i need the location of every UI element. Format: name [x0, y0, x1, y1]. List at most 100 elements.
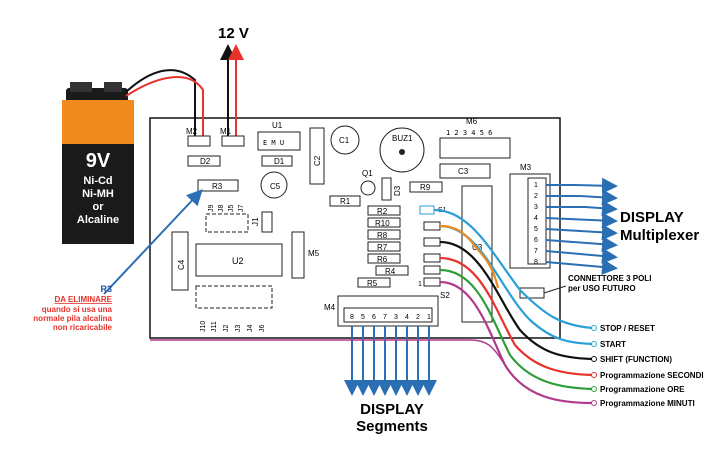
connettore-line-2: per USO FUTURO	[568, 284, 636, 293]
label-ore: Programmazione ORE	[600, 385, 685, 394]
diode-d1	[261, 155, 293, 167]
connector-m5	[291, 231, 305, 279]
battery-lead-red	[125, 76, 204, 142]
wire-ore	[439, 268, 593, 391]
m3-pin: 8	[534, 259, 538, 266]
m4-pin: 2	[416, 314, 420, 321]
connector-m2	[187, 135, 211, 147]
wire-orange	[439, 224, 500, 289]
jumper-label: J3	[235, 325, 242, 333]
label-r8: R8	[377, 231, 388, 240]
switch-s1	[419, 205, 435, 215]
annotation-line-1: DA ELIMINARE	[55, 295, 113, 304]
battery-line-1: 9V	[86, 150, 111, 172]
jumper-label: J10	[200, 321, 207, 332]
resistor-column: R2 R10 R8 R7 R6 R4 R5	[357, 205, 409, 288]
label-secondi: Programmazione SECONDI	[600, 371, 704, 380]
jumpers-top: J9 J8 J5 J7	[205, 205, 249, 233]
wire-secondi	[439, 256, 593, 377]
resistor-r1	[329, 195, 361, 207]
connector-3-pin-leader	[543, 285, 567, 294]
segment-arrows	[344, 326, 437, 396]
m3-pin: 7	[534, 248, 538, 255]
label-r9: R9	[420, 183, 431, 192]
annotation-line-4: non ricaricabile	[53, 323, 113, 332]
capacitor-c5	[260, 171, 288, 199]
m4-pin: 7	[383, 314, 387, 321]
jumper-label: J11	[211, 321, 218, 332]
ic-u2	[195, 243, 283, 277]
label-s2: S2	[440, 291, 450, 300]
m3-pin: 6	[534, 237, 538, 244]
button-labels: STOP / RESET START SHIFT (FUNCTION) Prog…	[591, 324, 704, 408]
display-mux-subtitle: Multiplexer	[620, 227, 699, 244]
battery: 9V Ni-Cd Ni-MH or Alcaline	[62, 82, 134, 244]
label-u1: U1	[272, 121, 283, 130]
label-m1: M1	[220, 127, 232, 136]
jumper-j1	[261, 211, 273, 233]
resistor-r9	[409, 181, 443, 193]
label-d3: D3	[393, 185, 402, 196]
label-stop-reset: STOP / RESET	[600, 324, 655, 333]
label-start: START	[600, 340, 626, 349]
label-c1: C1	[339, 136, 350, 145]
label-q1: Q1	[362, 169, 373, 178]
annotation-line-2: quando si usa una	[42, 305, 113, 314]
display-mux-title: DISPLAY	[620, 209, 684, 226]
label-s2-pin: 1	[418, 281, 422, 288]
label-r3: R3	[212, 182, 223, 191]
diode-d2	[187, 155, 221, 167]
connettore-line-1: CONNETTORE 3 POLI	[568, 274, 651, 283]
label-m2: M2	[186, 127, 198, 136]
battery-line-2: Ni-Cd	[83, 175, 112, 187]
m4-pin-labels: 8 5 6 7 3 4 2 1	[350, 314, 431, 321]
label-r1: R1	[340, 197, 351, 206]
label-minuti: Programmazione MINUTI	[600, 399, 695, 408]
jumper-label: J4	[247, 325, 254, 333]
jumper-label: J5	[228, 205, 235, 213]
regulator-u1	[257, 131, 301, 151]
label-c2: C2	[313, 155, 322, 166]
ic-u3	[461, 185, 493, 323]
m3-pin: 3	[534, 204, 538, 211]
battery-line-4: or	[93, 201, 105, 213]
buzzer-center	[399, 149, 405, 155]
label-r10: R10	[375, 219, 390, 228]
label-c4: C4	[177, 259, 186, 270]
label-m4: M4	[324, 303, 336, 312]
label-m5: M5	[308, 249, 320, 258]
capacitor-c3	[439, 163, 491, 179]
label-r2: R2	[377, 207, 388, 216]
display-seg-title: DISPLAY	[360, 401, 424, 418]
m6-pins: 1 2 3 4 5 6	[446, 129, 492, 137]
annotation-line-3: normale pila alcalina	[33, 314, 112, 323]
power-label: 12 V	[218, 25, 249, 42]
label-d2: D2	[200, 157, 211, 166]
display-seg-subtitle: Segments	[356, 418, 428, 435]
annotation-title: R3	[100, 284, 112, 294]
annotation-arrow	[103, 189, 203, 295]
battery-line-3: Ni-MH	[82, 188, 114, 200]
capacitor-c2	[309, 127, 325, 185]
label-u2: U2	[232, 256, 244, 266]
battery-lead-black	[125, 69, 196, 142]
m3-pin: 4	[534, 215, 538, 222]
jumper-label: J8	[218, 205, 225, 213]
label-c5: C5	[270, 182, 281, 191]
capacitor-c4	[171, 231, 189, 291]
m4-pin: 8	[350, 314, 354, 321]
connector-m6	[439, 137, 511, 159]
label-r6: R6	[377, 255, 388, 264]
wire-minuti-left	[150, 339, 506, 366]
label-m3: M3	[520, 163, 532, 172]
label-d1: D1	[274, 157, 285, 166]
label-shift: SHIFT (FUNCTION)	[600, 355, 672, 364]
label-r7: R7	[377, 243, 388, 252]
m4-pin: 3	[394, 314, 398, 321]
m3-pin: 1	[534, 182, 538, 189]
m4-pin: 4	[405, 314, 409, 321]
label-buz1: BUZ1	[392, 134, 413, 143]
m4-pin: 5	[361, 314, 365, 321]
transistor-q1	[360, 180, 376, 196]
